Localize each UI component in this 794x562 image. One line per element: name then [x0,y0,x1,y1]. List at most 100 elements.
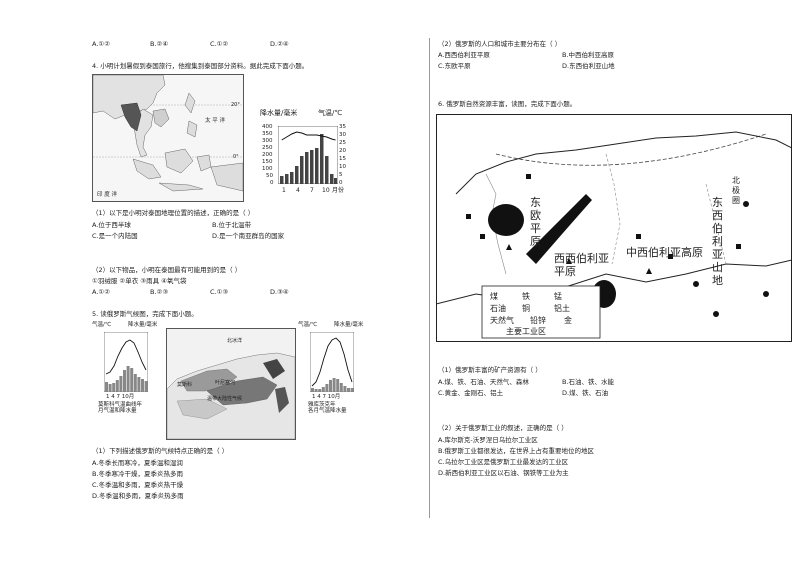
right-tick: 20 [339,148,346,154]
top-option-c: C.①② [210,40,229,48]
southeast-asia-map: 太 平 洋 印 度 洋 20° 0° [92,74,244,202]
moscow-climate-chart: 气温/℃ 降水量/毫米 1 4 7 10月 莫斯科气温曲线年 月气温和降水量 [92,322,162,416]
q4-1-stem: （1）以下是小明对泰国地理位置的描述，正确的是（ ） [92,209,255,217]
top-option-b: B.②④ [150,40,169,48]
chart-caption: 雅库茨克年 各月气温降水量 [308,402,347,414]
q6-1-option-b: B.石油、铁、水能 [562,378,615,386]
arctic-circle-label: 北极圈 [732,176,740,205]
climate-type-label: 温带大陆性气候 [207,396,243,402]
q4-stem: 4. 小明计划暑假到泰国旅行，他搜集到泰国部分资料。据此完成下面小题。 [92,62,309,70]
legend-lead-zinc: 铅锌 [530,316,546,325]
west-siberian-plain-label: 西西伯利亚平原 [554,252,609,278]
q4-2-option-a: A.①② [92,288,111,296]
left-tick: 350 [262,131,273,137]
q5-2-option-d: D.东西伯利亚山地 [562,62,615,70]
legend-industrial-zone: 主要工业区 [506,327,546,336]
right-tick: 5 [339,172,343,178]
indian-ocean-label: 印 度 洋 [97,192,117,198]
moscow-label: 莫斯科 [177,382,193,388]
q5-1-option-a: A.冬季长而寒冷，夏季温和湿润 [92,459,183,467]
legend-gold: 金 [564,316,572,325]
q4-1-option-b: B.位于北温带 [212,221,252,229]
q5-1-option-d: D.冬季温和多雨，夏季炎热多雨 [92,492,184,500]
legend-coal: 煤 [490,292,498,301]
thailand-climate-chart: 降水量/毫米 气温/℃ 400 350 300 250 200 150 100 … [258,110,354,206]
chart-title-temp: 气温/℃ [318,109,343,117]
q5-1-option-b: B.冬季寒冷干燥，夏季炎热多雨 [92,470,184,478]
legend-manganese: 锰 [554,292,562,301]
q5-2-stem: （2）俄罗斯的人口和城市主要分布在（ ） [438,40,562,48]
chart-title-precip: 降水量/毫米 [128,322,158,328]
q5-2-option-c: C.东欧平原 [438,62,471,70]
q4-1-option-d: D.是一个南亚群岛的国家 [212,232,285,240]
right-tick: 30 [339,132,346,138]
chart-title-precip: 降水量/毫米 [260,109,298,117]
right-tick: 35 [339,124,346,130]
legend-bauxite: 铝土 [554,304,570,313]
q5-2-option-a: A.西西伯利亚平原 [438,51,490,59]
q6-2-option-c: C.乌拉尔工业区是俄罗斯工业最发达的工业区 [438,458,569,466]
left-tick: 100 [262,166,273,172]
top-option-d: D.②④ [270,40,289,48]
left-tick: 400 [262,124,273,130]
russia-resources-map: 东欧平原 西西伯利亚平原 中西伯利亚高原 东西伯利亚山地 北极圈 煤 铁 锰 石… [435,114,793,342]
chart-caption: 莫斯科气温曲线年 月气温和降水量 [98,402,143,414]
central-siberian-plateau-label: 中西伯利亚高原 [626,246,703,259]
x-tick: 1 [282,187,286,194]
legend-natural-gas: 天然气 [490,316,514,325]
q6-1-option-a: A.煤、铁、石油、天然气、森林 [438,378,529,386]
yenisei-label: 叶尼塞河 [215,380,236,386]
top-option-a: A.①② [92,40,111,48]
east-european-plain-label: 东欧平原 [530,196,541,248]
q5-stem: 5. 读俄罗斯气候图，完成下面小题。 [92,310,198,318]
latitude-0-label: 0° [233,154,239,160]
q4-2-option-c: C.①③ [210,288,229,296]
q6-2-stem: （2）关于俄罗斯工业的叙述，正确的是（ ） [438,424,568,432]
q6-2-option-d: D.新西伯利亚工业区以石油、钢铁等工业为主 [438,469,569,477]
east-siberian-mountains-label: 东西伯利亚山地 [712,196,723,287]
right-tick: 0 [339,180,343,186]
yakutsk-climate-chart: 气温/℃ 降水量/毫米 1 4 7 10月 雅库茨克年 各月气温降水量 [298,322,368,416]
x-tick: 4 [296,187,300,194]
x-tick: 7 [310,187,314,194]
right-tick: 25 [339,140,346,146]
q5-1-option-c: C.冬季温和多雨，夏季炎热干燥 [92,481,184,489]
left-tick: 250 [262,145,273,151]
x-ticks: 1 4 7 10月 [312,394,341,400]
latitude-20-label: 20° [231,102,240,108]
chart-title-temp: 气温/℃ [92,322,112,328]
x-tick: 10 [322,187,330,194]
q5-1-stem: （1）下列描述俄罗斯的气候特点正确的是（ ） [92,447,229,455]
q6-1-option-d: D.煤、铁、石油 [562,389,609,397]
left-tick: 300 [262,138,273,144]
legend-oil: 石油 [490,304,506,313]
q6-stem: 6. 俄罗斯自然资源丰富，读图，完成下面小题。 [438,100,577,108]
q6-1-stem: （1）俄罗斯丰富的矿产资源有（ ） [438,366,542,374]
q4-2-items: ①羽绒服 ②单衣 ③雨具 ④氧气袋 [92,277,187,285]
pacific-ocean-label: 太 平 洋 [205,118,225,124]
column-divider [429,38,430,518]
q5-2-option-b: B.中西伯利亚高原 [562,51,615,59]
left-tick: 200 [262,152,273,158]
q4-2-stem: （2）以下物品，小明在泰国最有可能用到的是（ ） [92,266,242,274]
left-tick: 0 [270,180,274,186]
left-tick: 150 [262,159,273,165]
q6-1-option-c: C.黄金、金刚石、铝土 [438,389,504,397]
legend-copper: 铜 [522,304,530,313]
q4-2-option-b: B.②③ [150,288,169,296]
chart-title-precip: 降水量/毫米 [334,322,364,328]
q6-2-option-a: A.库尔斯克-沃罗涅日乌拉尔工业区 [438,436,538,444]
q4-2-option-d: D.③④ [270,288,289,296]
q4-1-option-c: C.是一个内陆国 [92,232,138,240]
arctic-ocean-label: 北冰洋 [227,338,243,344]
russia-climate-map: 北冰洋 莫斯科 叶尼塞河 温带大陆性气候 [166,328,296,440]
right-tick: 10 [339,164,346,170]
x-unit: 月份 [332,187,345,194]
right-tick: 15 [339,156,346,162]
x-ticks: 1 4 7 10月 [106,394,135,400]
left-tick: 50 [266,173,273,179]
chart-title-temp: 气温/℃ [298,322,318,328]
q4-1-option-a: A.位于西半球 [92,221,131,229]
legend-iron: 铁 [522,292,530,301]
q6-2-option-b: B.俄罗斯工业都很发达，在世界上占有重要地位的地区 [438,447,595,455]
